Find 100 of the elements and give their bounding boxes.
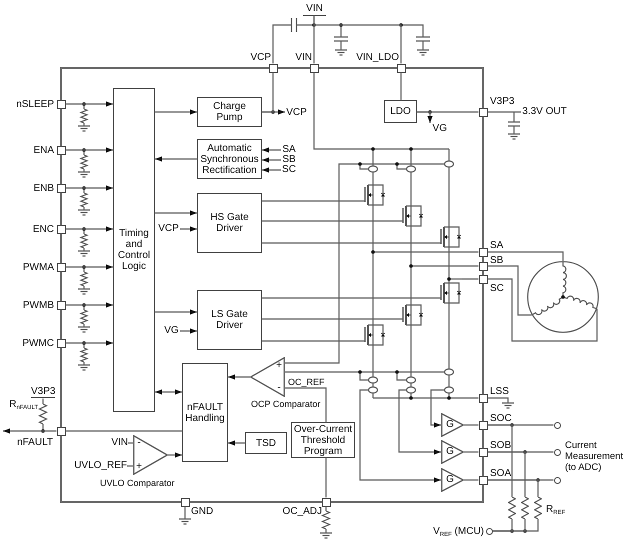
pin-label: VIN_LDO: [356, 53, 399, 63]
amplifier-symbol: [441, 468, 464, 492]
wire: [488, 265, 532, 316]
block-label: Timing and Control Logic: [116, 228, 152, 272]
supply-rail-label: VIN: [303, 2, 326, 16]
wire: [262, 340, 333, 342]
function-block: [182, 363, 228, 462]
resistor-symbol: [521, 497, 529, 519]
arrow: [155, 156, 197, 162]
pin-label: PWMC: [22, 339, 54, 349]
arrow: [66, 226, 113, 232]
terminal-label: V$_{REF}$ (MCU): [433, 527, 484, 537]
arrow: [155, 210, 197, 216]
input-sign: +: [276, 361, 282, 371]
arrow: [430, 400, 441, 428]
wire: [262, 220, 333, 222]
resistor-label: R$_{REF}$: [546, 505, 566, 515]
pin-label: PWMA: [22, 263, 54, 273]
arrow: [66, 101, 113, 107]
signal-label: VIN: [107, 438, 128, 448]
pin-label: SB: [490, 256, 504, 266]
amplifier-symbol: [441, 413, 464, 437]
pin-label: SC: [490, 284, 504, 294]
wire: [285, 387, 327, 422]
wire: [262, 297, 333, 299]
wire: [488, 278, 598, 342]
pin-label: nFAULT: [17, 438, 53, 448]
arrow: [228, 440, 245, 446]
wire: [492, 519, 539, 532]
arrow: [417, 111, 433, 123]
resistor-symbol: [534, 497, 542, 519]
wire: [462, 278, 478, 280]
pin-label: ENC: [32, 225, 54, 235]
block-label: LS Gate Driver: [210, 309, 249, 331]
arrow: [66, 264, 113, 270]
resistor-label: R$_{nFAULT}$: [9, 400, 38, 410]
signal-label: SB: [281, 155, 297, 165]
wire: [488, 111, 521, 113]
signal-label: UVLO_REF: [71, 461, 127, 471]
wire: [464, 451, 478, 453]
function-block: [197, 193, 262, 253]
signal-label: VCP: [157, 224, 180, 234]
arrow: [3, 428, 56, 434]
pin-label: nSLEEP: [16, 100, 54, 110]
wire: [262, 318, 333, 320]
arrow: [262, 147, 281, 153]
arrow: [398, 400, 441, 455]
arrow: [155, 109, 197, 115]
pin-label: SOA: [490, 469, 512, 479]
arrow: [66, 147, 113, 153]
signal-label: VG: [425, 123, 447, 134]
arrow: [66, 185, 113, 191]
signal-label: VCP: [285, 107, 308, 118]
gain-label: G: [446, 420, 454, 430]
pin-label: VIN: [295, 53, 312, 63]
gain-label: G: [446, 447, 454, 457]
arrow: [180, 226, 197, 232]
pin-label: ENA: [33, 146, 54, 156]
pin-label: VCP: [250, 53, 271, 63]
edge-label: OC_REF: [287, 377, 326, 387]
function-block: [113, 88, 155, 412]
signal-label: VG: [163, 326, 180, 336]
wire: [462, 397, 478, 399]
function-block: [197, 97, 262, 127]
wire: [262, 242, 333, 244]
wire: [464, 479, 478, 481]
block-label: Over-Current Threshold Program: [292, 424, 354, 456]
pin-label: SOB: [490, 441, 512, 451]
motor-symbol: [527, 261, 599, 333]
arrow: [66, 340, 113, 346]
wire: [488, 424, 513, 497]
function-block: [197, 290, 262, 350]
double-arrow: [155, 389, 182, 395]
pin-label: ENB: [33, 184, 54, 194]
block-label: nFAULT Handling: [184, 402, 226, 424]
signal-label: SC: [281, 165, 297, 175]
block-label: HS Gate Driver: [209, 212, 250, 234]
pin-label: SOC: [490, 414, 512, 424]
pin-label: OC_ADJ: [282, 507, 322, 517]
wire: [488, 451, 526, 497]
wire: [488, 251, 564, 261]
arrow: [155, 309, 197, 315]
wire: [285, 362, 333, 364]
comparator-label: OCP Comparator: [251, 399, 320, 409]
wire: [400, 72, 402, 100]
arrow: [262, 167, 281, 173]
wire: [325, 458, 327, 498]
wire: [464, 424, 478, 426]
arrow: [168, 452, 182, 458]
arrow: [180, 328, 197, 334]
input-sign: -: [277, 383, 281, 393]
pin-label: LSS: [490, 387, 509, 397]
comparator-label: UVLO Comparator: [100, 478, 175, 488]
block-label: Charge Pump: [212, 101, 247, 123]
input-sign: -: [137, 438, 141, 448]
arrow: [228, 374, 250, 380]
output-note: Current Measurement (to ADC): [565, 440, 624, 473]
pin-label: PWMB: [22, 301, 54, 311]
supply-label: V3P3: [31, 387, 56, 398]
wire: [313, 16, 402, 64]
